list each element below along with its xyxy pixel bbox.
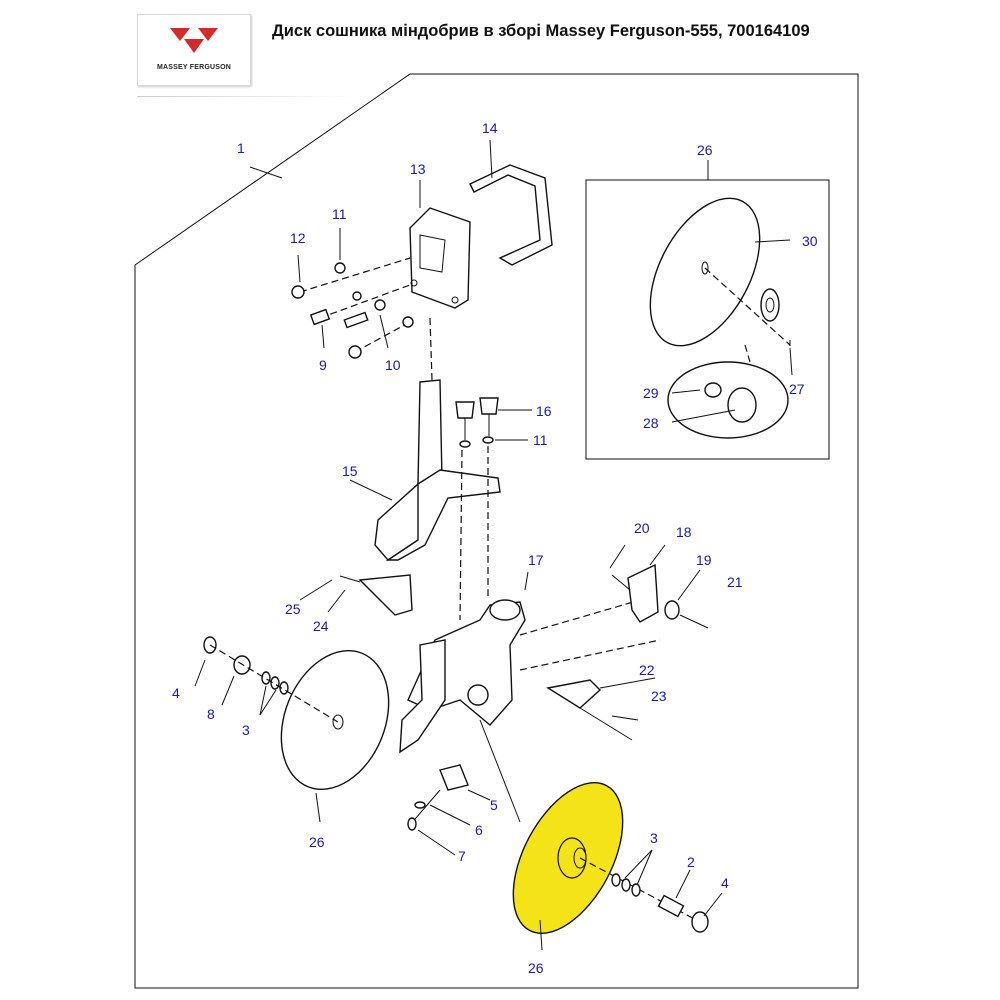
callout-21: 21 <box>727 574 743 590</box>
callout-8: 8 <box>207 706 215 722</box>
leader-29 <box>671 389 701 394</box>
callout-4-right: 4 <box>721 875 729 891</box>
callout-22: 22 <box>639 662 655 678</box>
upper-fasteners <box>291 228 414 359</box>
callout-23: 23 <box>651 688 667 704</box>
callout-30: 30 <box>802 233 818 249</box>
bracket-assembly <box>409 164 553 309</box>
callout-19: 19 <box>696 552 712 568</box>
triple-triangle-logo-icon <box>170 28 218 53</box>
leader-28 <box>671 409 736 423</box>
highlighted-disc <box>512 782 723 951</box>
callout-28: 28 <box>643 415 659 431</box>
callout-29: 29 <box>643 385 659 401</box>
callout-2: 2 <box>687 854 695 870</box>
callout-3-left: 3 <box>242 722 250 738</box>
callout-4-left: 4 <box>172 685 180 701</box>
left-disc-assembly <box>194 636 390 823</box>
leader-1 <box>249 166 283 179</box>
callout-9: 9 <box>319 357 327 373</box>
inset-disc-assembly <box>649 197 791 439</box>
callout-7: 7 <box>458 848 466 864</box>
callout-6: 6 <box>475 822 483 838</box>
callout-27: 27 <box>789 381 805 397</box>
leader-30 <box>754 239 791 243</box>
diagram-frame <box>134 73 859 989</box>
callout-26-bottom: 26 <box>528 960 544 976</box>
brand-logo: MASSEY FERGUSON <box>137 14 251 86</box>
callout-26-inset: 26 <box>697 142 713 158</box>
callout-5: 5 <box>490 797 498 813</box>
frame-part <box>399 571 661 754</box>
callout-3-right: 3 <box>650 830 658 846</box>
callout-13: 13 <box>410 161 426 177</box>
leader-27 <box>789 347 793 376</box>
scraper-parts <box>407 719 521 856</box>
callout-17: 17 <box>528 552 544 568</box>
callout-12: 12 <box>290 230 306 246</box>
callout-14: 14 <box>482 120 498 136</box>
side-parts <box>299 544 709 741</box>
callout-18: 18 <box>676 524 692 540</box>
callout-11-mid: 11 <box>533 432 548 448</box>
callout-26-left: 26 <box>309 834 325 850</box>
leader-14 <box>489 139 493 179</box>
callout-20: 20 <box>634 520 650 536</box>
callout-25: 25 <box>285 601 301 617</box>
header-divider <box>137 96 357 97</box>
logo-text: MASSEY FERGUSON <box>156 64 232 71</box>
callout-11-top: 11 <box>332 206 347 222</box>
callout-1: 1 <box>237 140 245 156</box>
callout-15: 15 <box>342 463 358 479</box>
callout-10: 10 <box>385 357 401 373</box>
shank-part <box>349 317 532 621</box>
callout-16: 16 <box>536 403 552 419</box>
callout-24: 24 <box>313 618 329 634</box>
page-title: Диск сошника міндобрив в зборі Massey Fe… <box>272 22 810 40</box>
